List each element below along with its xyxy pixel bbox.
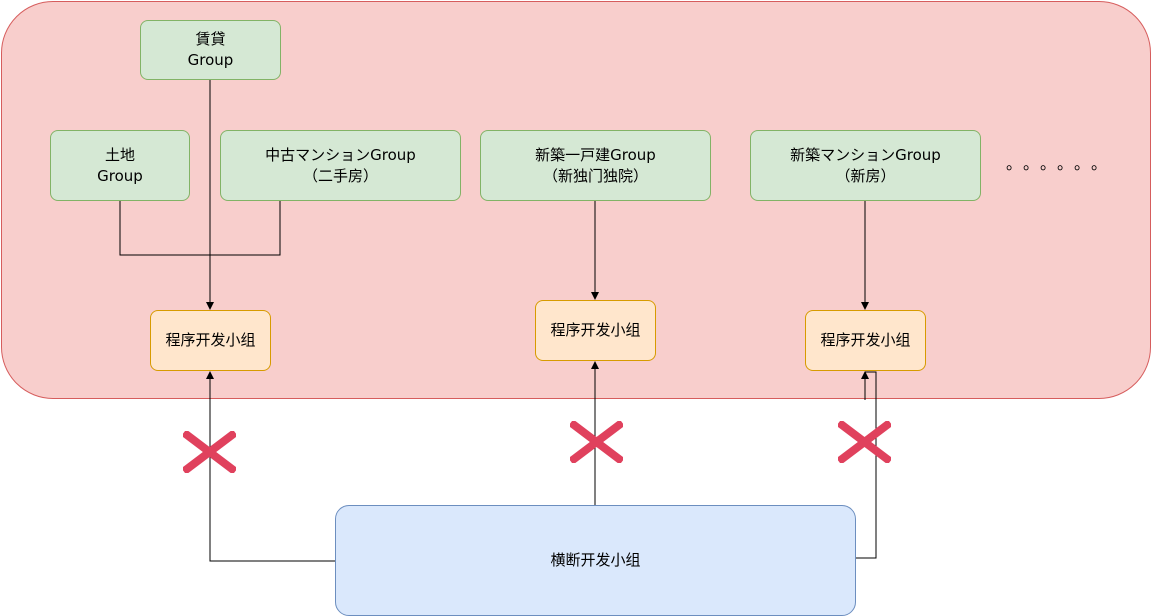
rental-group-box: 賃貸 Group [140,20,281,80]
new-condo-group-box: 新築マンションGroup （新房） [750,130,981,201]
dev-team-label-2: 程序开发小组 [550,321,641,339]
dev-team-label-3: 程序开发小组 [820,331,911,349]
blocked-x-icon-2 [570,421,623,463]
land-group-box: 土地 Group [50,130,190,201]
cross-team-label: 横断开发小组 [550,551,641,569]
dev-team-box-2: 程序开发小组 [535,300,656,361]
rental-group-suffix: Group [187,51,234,69]
blocked-x-icon-1 [183,431,236,473]
new-house-group-note: （新独门独院） [542,166,648,185]
cross-team-box: 横断开发小组 [335,505,856,616]
dev-team-box-1: 程序开发小组 [150,310,271,371]
cross-to-team1-arrow [206,371,336,562]
dev-team-box-3: 程序开发小组 [805,310,926,371]
land-group-name: 土地 [104,145,135,164]
blocked-x-icon-3 [838,421,891,463]
cross-to-team3-arrow [855,371,877,559]
used-condo-group-box: 中古マンションGroup （二手房） [220,130,461,201]
land-group-suffix: Group [97,166,143,185]
used-condo-group-name: 中古マンションGroup [265,145,416,164]
new-condo-group-note: （新房） [835,166,896,185]
new-house-group-box: 新築一戸建Group （新独门独院） [480,130,711,201]
new-condo-group-name: 新築マンションGroup [790,145,941,164]
dev-team-label-1: 程序开发小组 [165,331,256,349]
new-house-group-name: 新築一戸建Group [535,145,656,164]
land-used-merge-line [119,200,281,256]
used-condo-group-note: （二手房） [302,166,378,185]
rental-group-name: 賃貸 [195,30,226,48]
more-groups-ellipsis: 。。。。。。 [1006,154,1117,173]
